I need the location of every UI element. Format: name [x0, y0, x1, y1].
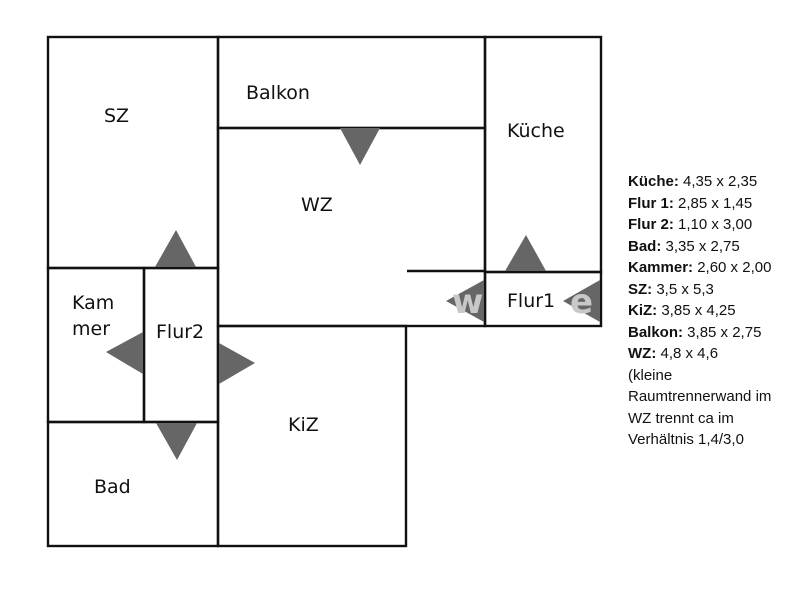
- room-kueche: [483, 35, 603, 274]
- legend-key: Balkon:: [628, 323, 684, 341]
- label-bad: Bad: [94, 476, 131, 498]
- legend-note-line: Verhältnis 1,4/3,0: [628, 431, 744, 448]
- legend-row-balkon: Balkon: 3,85 x 2,75: [628, 322, 771, 344]
- legend-note-line: WZ trennt ca im: [628, 409, 734, 427]
- legend-row-wz: WZ: 4,8 x 4,6: [628, 343, 771, 365]
- legend-key: KiZ:: [628, 302, 658, 319]
- label-flur1: Flur1: [507, 290, 555, 312]
- watermark-left: w: [452, 282, 483, 322]
- room-sz: [46, 35, 220, 270]
- room-flur1: [483, 270, 603, 328]
- label-wz: WZ: [301, 194, 333, 216]
- door-arrow-kammer: [106, 332, 143, 374]
- legend-row-kiz: KiZ: 3,85 x 4,25: [628, 300, 771, 322]
- label-kammer-1: Kam: [72, 292, 114, 314]
- legend-value: 3,85 x 4,25: [657, 302, 736, 319]
- legend-key: Flur 2:: [628, 216, 674, 233]
- door-arrow-sz: [155, 230, 196, 267]
- label-kueche: Küche: [507, 120, 565, 142]
- legend-key: WZ:: [628, 345, 657, 362]
- label-kiz: KiZ: [288, 414, 319, 436]
- door-arrow-kueche: [505, 235, 546, 271]
- door-arrow-flur1-right: [563, 280, 600, 322]
- door-arrow-balkon-wz: [340, 128, 380, 165]
- legend-note-line: Raumtrennerwand im: [628, 388, 772, 405]
- legend-value: 3,85 x 2,75: [683, 323, 762, 341]
- label-balkon: Balkon: [246, 82, 310, 104]
- label-kammer-2: mer: [72, 318, 110, 340]
- legend-row-flur1: Flur 1: 2,85 x 1,45: [628, 193, 771, 215]
- legend-key: Küche:: [628, 173, 679, 190]
- legend-value: 4,35 x 2,35: [678, 173, 758, 190]
- legend-value: 2,85 x 1,45: [673, 194, 753, 212]
- legend-row-flur2: Flur 2: 1,10 x 3,00: [628, 214, 771, 236]
- room-kiz: [216, 324, 408, 548]
- legend-row-bad: Bad: 3,35 x 2,75: [628, 236, 771, 258]
- label-flur2: Flur2: [156, 321, 204, 343]
- legend-value: 2,60 x 2,00: [693, 259, 772, 276]
- door-arrow-kiz: [219, 343, 255, 384]
- legend-value: 4,8 x 4,6: [656, 345, 719, 362]
- room-bad: [46, 420, 220, 548]
- room-wz: [216, 126, 487, 328]
- legend-row-kueche: Küche: 4,35 x 2,35: [628, 171, 771, 193]
- legend-key: Kammer:: [628, 259, 694, 276]
- legend-note-line: (kleine: [628, 366, 673, 384]
- legend-value: 3,35 x 2,75: [661, 237, 740, 255]
- label-sz: SZ: [104, 105, 129, 127]
- door-arrow-wz-flur1: [446, 280, 484, 322]
- legend-key: SZ:: [628, 280, 653, 298]
- legend-row-sz: SZ: 3,5 x 5,3: [628, 279, 771, 301]
- legend-key: Bad:: [628, 237, 662, 255]
- legend-value: 1,10 x 3,00: [673, 216, 753, 233]
- room-flur2: [142, 266, 220, 424]
- door-arrow-bad: [156, 423, 197, 460]
- legend-row-kammer: Kammer: 2,60 x 2,00: [628, 257, 771, 279]
- legend-key: Flur 1:: [628, 194, 674, 212]
- legend-value: 3,5 x 5,3: [652, 280, 714, 298]
- watermark-right: e: [570, 282, 593, 322]
- dimensions-legend: Küche: 4,35 x 2,35 Flur 1: 2,85 x 1,45 F…: [628, 171, 771, 451]
